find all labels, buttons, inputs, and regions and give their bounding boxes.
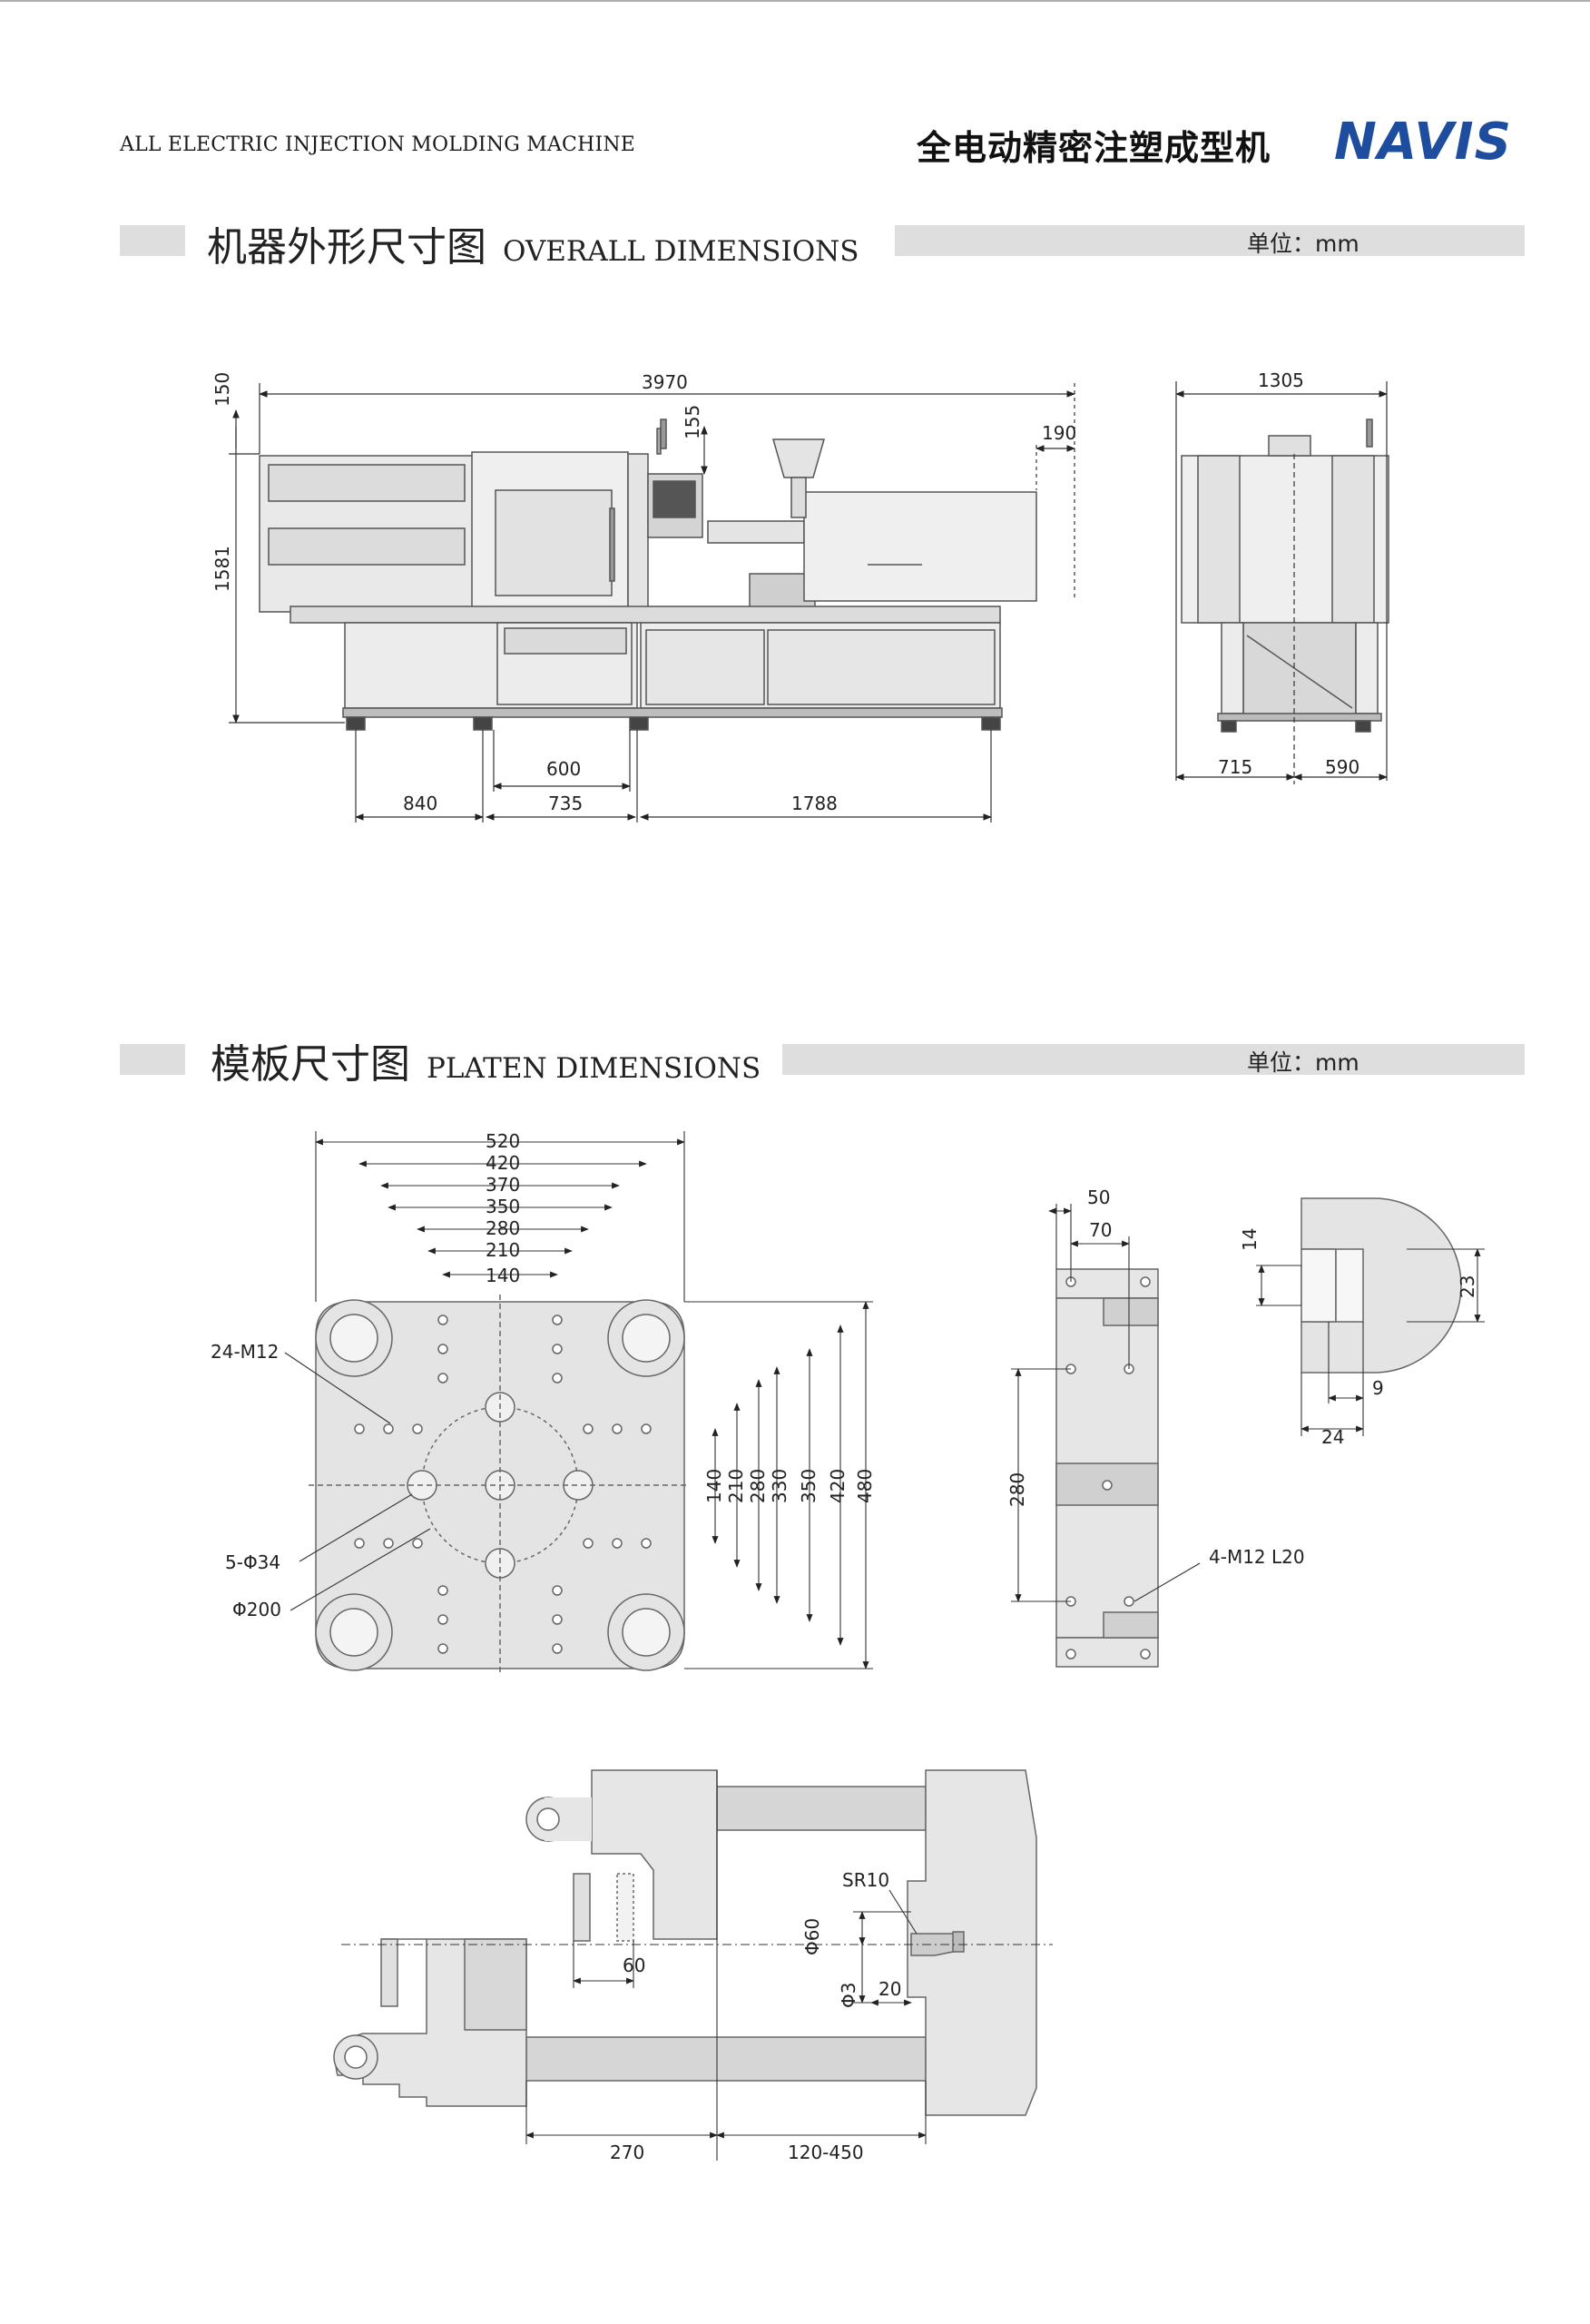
dim-190: 190 [1042, 422, 1076, 444]
slot-detail-labels: 14 23 9 24 [1239, 1228, 1478, 1448]
label-holes: 5-Φ34 [225, 1551, 280, 1573]
mold-section-labels: SR10 Φ60 Φ3 20 60 270 120-450 [610, 1869, 901, 2163]
dim-1788: 1788 [791, 793, 838, 814]
section1-unit: 单位：mm [1247, 231, 1359, 257]
dim-840: 840 [403, 793, 437, 814]
front-view-dims [229, 383, 1075, 822]
section1-title-cn: 机器外形尺寸图 [207, 224, 486, 271]
platen-front-dims [284, 1131, 873, 1669]
section2-title: 模板尺寸图 PLATEN DIMENSIONS [211, 1031, 761, 1089]
dim-24: 24 [1321, 1426, 1344, 1448]
dim-280: 280 [486, 1217, 520, 1239]
dim-3970: 3970 [642, 371, 688, 393]
platen-side-dims [1011, 1204, 1201, 1602]
dim-v350: 350 [798, 1469, 820, 1503]
dim-v210: 210 [725, 1469, 747, 1503]
dim-590: 590 [1325, 756, 1359, 778]
section1-bar-right [895, 225, 1525, 256]
top-border [0, 0, 1590, 2]
dim-v330: 330 [769, 1469, 790, 1503]
header-cn-title: 全电动精密注塑成型机 [917, 127, 1271, 168]
dim-14: 14 [1239, 1228, 1261, 1251]
machine-side-view [1181, 419, 1389, 733]
dim-v420: 420 [827, 1469, 849, 1503]
dim-280-side: 280 [1006, 1472, 1028, 1507]
dim-735: 735 [548, 793, 583, 814]
label-m12: 24-M12 [211, 1341, 279, 1363]
platen-side [1055, 1268, 1159, 1668]
dim-155: 155 [682, 405, 703, 439]
dim-70: 70 [1089, 1219, 1112, 1241]
header-title: ALL ELECTRIC INJECTION MOLDING MACHINE [120, 133, 636, 156]
label-circle: Φ200 [232, 1599, 281, 1620]
label-d3: Φ3 [838, 1983, 859, 2008]
section2-bar-right [782, 1044, 1525, 1075]
section1-title: 机器外形尺寸图 OVERALL DIMENSIONS [207, 214, 859, 272]
section1-bar-left [120, 225, 185, 256]
brand-logo: NAVIS [1334, 113, 1512, 172]
slot-detail-dims [1256, 1248, 1485, 1436]
label-d20: 20 [878, 1978, 901, 2000]
label-stroke: 120-450 [788, 2142, 864, 2163]
dim-350: 350 [486, 1196, 520, 1217]
label-d60b: 60 [623, 1955, 645, 1976]
section1-title-en: OVERALL DIMENSIONS [503, 235, 859, 268]
platen-front-dim-labels: 520 420 370 350 280 210 140 140 210 280 … [211, 1130, 876, 1620]
section2-title-en: PLATEN DIMENSIONS [427, 1052, 761, 1085]
section2-title-cn: 模板尺寸图 [211, 1041, 410, 1088]
dim-600: 600 [546, 758, 581, 780]
mold-section-dims [341, 1770, 1053, 2161]
dim-v480: 480 [854, 1469, 876, 1503]
slot-detail [1300, 1197, 1462, 1374]
dim-1305: 1305 [1258, 369, 1304, 391]
dim-1581: 1581 [211, 546, 233, 592]
mold-section-view [333, 1769, 1037, 2116]
section2-unit: 单位：mm [1247, 1049, 1359, 1076]
dim-v280: 280 [747, 1469, 769, 1503]
dim-23: 23 [1457, 1275, 1478, 1298]
dim-210: 210 [486, 1239, 520, 1261]
label-m12-l20: 4-M12 L20 [1209, 1546, 1305, 1568]
platen-side-dim-labels: 50 70 280 4-M12 L20 [1006, 1187, 1305, 1568]
dim-v140: 140 [703, 1469, 725, 1503]
label-sr10: SR10 [842, 1869, 889, 1891]
dim-150: 150 [211, 372, 233, 407]
label-d60: Φ60 [801, 1918, 823, 1955]
platen-front [309, 1295, 690, 1676]
machine-front-view [259, 419, 1037, 731]
dim-715: 715 [1218, 756, 1252, 778]
label-d270: 270 [610, 2142, 644, 2163]
dim-520: 520 [486, 1130, 520, 1152]
dim-370: 370 [486, 1174, 520, 1196]
side-view-dim-labels: 1305 715 590 [1218, 369, 1359, 778]
section2-bar-left [120, 1044, 185, 1075]
dim-140: 140 [486, 1265, 520, 1286]
dim-50: 50 [1087, 1187, 1110, 1208]
front-view-dim-labels: 3970 150 1581 155 190 600 840 735 1788 [211, 371, 1076, 814]
dim-420: 420 [486, 1152, 520, 1174]
side-view-dims [1175, 381, 1388, 784]
dim-9: 9 [1372, 1377, 1384, 1399]
